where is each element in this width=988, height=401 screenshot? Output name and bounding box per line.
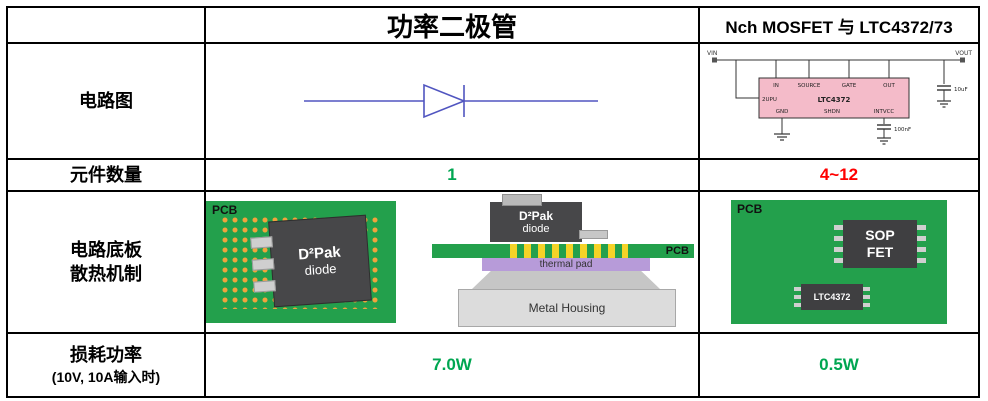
comparison-table: 功率二极管 Nch MOSFET 与 LTC4372/73 电路图 VIN <box>6 6 980 398</box>
pin-gate: GATE <box>842 83 857 89</box>
sop-label-line2: FET <box>866 244 894 260</box>
chip-part-number: LTC4372 <box>818 96 851 104</box>
vout-label: VOUT <box>955 50 972 57</box>
mosfet-thermal-cell: PCB SOP FET LTC4372 <box>700 192 978 332</box>
ltc4372-chip-body <box>758 77 910 119</box>
pin-shdn: SHDN <box>824 109 840 115</box>
thermal-label-line1: 电路底板 <box>70 239 142 260</box>
d2pak-label-line1: D²Pak <box>518 209 553 223</box>
pin-in: IN <box>773 83 779 89</box>
pcb-label: PCB <box>212 203 238 217</box>
count-mosfet-value: 4~12 <box>700 160 978 190</box>
cap2-label: 100nF <box>894 127 911 133</box>
thermal-vias <box>510 244 628 258</box>
heatsink-boss <box>472 271 660 289</box>
pin-out: OUT <box>883 83 895 89</box>
power-mosfet-value: 0.5W <box>700 334 978 396</box>
row-label-circuit: 电路图 <box>8 44 204 158</box>
power-diode-value: 7.0W <box>206 334 698 396</box>
ltc4372-circuit-cell: VIN VOUT IN SOURCE GATE OUT 2UPU LTC4372… <box>700 44 978 158</box>
ltc4372-schematic: VIN VOUT IN SOURCE GATE OUT 2UPU LTC4372… <box>707 50 972 145</box>
diode-circuit-cell <box>206 44 698 158</box>
row-label-power: 损耗功率 (10V, 10A输入时) <box>8 334 204 396</box>
ltc-chip-label: LTC4372 <box>813 292 851 302</box>
row-label-count: 元件数量 <box>8 160 204 190</box>
package-lead <box>579 230 608 239</box>
diode-symbol <box>304 83 598 119</box>
chip-pins <box>863 287 870 307</box>
package-pin <box>251 258 275 271</box>
perforated-pcb-figure: PCB D²Pak diode <box>206 201 396 323</box>
d2pak-package: D²Pak diode <box>250 215 371 307</box>
pin-left-label: 2UPU <box>762 97 777 103</box>
chip-pins <box>794 287 801 307</box>
pin-gnd: GND <box>776 109 789 115</box>
pcb-label: PCB <box>737 202 763 216</box>
header-power-diode: 功率二极管 <box>206 8 698 42</box>
sop-label-line1: SOP <box>865 227 895 244</box>
count-diode-value: 1 <box>206 160 698 190</box>
diode-thermal-cell: PCB D²Pak diode D²Pak diode <box>206 192 698 332</box>
row-label-thermal: 电路底板 散热机制 <box>8 192 204 332</box>
sop-fet-chip: SOP FET <box>834 220 926 268</box>
package-tab <box>502 194 542 206</box>
pcb-cross-section: PCB <box>432 244 694 258</box>
header-mosfet-ltc: Nch MOSFET 与 LTC4372/73 <box>700 8 978 42</box>
mosfet-pcb-figure: PCB SOP FET LTC4372 <box>731 200 947 324</box>
chip-pins <box>917 225 926 265</box>
package-pin <box>250 236 273 249</box>
metal-housing: Metal Housing <box>458 289 676 327</box>
ltc4372-chip: LTC4372 <box>794 284 870 310</box>
pin-source: SOURCE <box>798 83 821 89</box>
power-label-line1: 损耗功率 <box>70 345 142 366</box>
thermal-stack-figure: D²Pak diode PCB thermal pad Metal Housin… <box>430 194 698 328</box>
thermal-pad: thermal pad <box>482 258 650 271</box>
pcb-label: PCB <box>665 245 689 257</box>
package-pin <box>253 280 276 293</box>
d2pak-label-line2: diode <box>522 223 550 235</box>
vin-label: VIN <box>707 50 717 57</box>
header-empty-cell <box>8 8 204 42</box>
d2pak-label-line2: diode <box>304 260 337 279</box>
pin-intvcc: INTVCC <box>874 109 895 115</box>
cap1-label: 10uF <box>954 87 968 93</box>
d2pak-side-package: D²Pak diode <box>490 194 608 242</box>
power-label-line2: (10V, 10A输入时) <box>51 368 161 385</box>
thermal-label-line2: 散热机制 <box>70 264 142 284</box>
chip-pins <box>834 225 843 265</box>
